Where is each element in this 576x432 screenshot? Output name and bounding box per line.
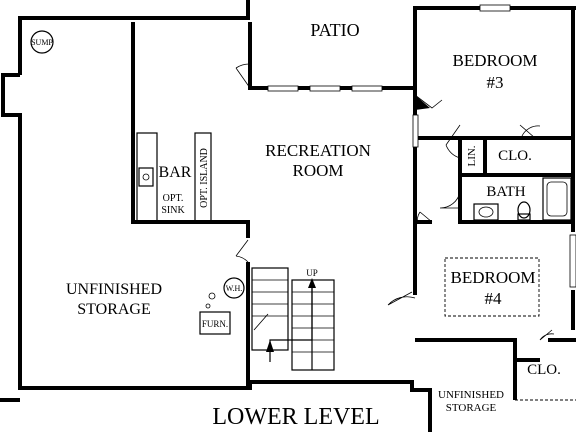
window-patio-3 — [351, 85, 383, 92]
furnace-vent-icon — [205, 303, 211, 309]
sump-pit-icon — [30, 30, 54, 54]
patio-label: PATIO — [310, 20, 359, 40]
sink-drain-icon — [142, 173, 150, 181]
window-patio-1 — [267, 85, 299, 92]
storage-fixtures — [30, 30, 245, 335]
plan-title: LOWER LEVEL — [212, 404, 379, 430]
bedroom4-tray-ceiling — [444, 257, 540, 317]
stairs — [251, 267, 335, 371]
furnace-label: FURN. — [202, 319, 228, 329]
interior-walls — [131, 22, 573, 388]
door-patio — [235, 63, 251, 89]
bedroom4-label: BEDROOM — [450, 268, 535, 287]
recreation-room-label-2: ROOM — [292, 161, 343, 180]
door-rec-south — [387, 291, 416, 306]
opt-sink-label-2: SINK — [161, 205, 185, 216]
linen-label: LIN. — [466, 145, 478, 166]
opt-sink-label: OPT. — [163, 193, 184, 204]
window-bed3-north — [479, 4, 511, 12]
wall-bed4-south — [415, 338, 517, 400]
closet-bottom-label: CLO. — [527, 362, 561, 378]
labels: PATIO BEDROOM #3 RECREATION ROOM BAR OPT… — [31, 20, 561, 430]
unfinished-storage-label-2: STORAGE — [77, 301, 151, 318]
stairs-up-label: UP — [306, 268, 318, 278]
vanity — [473, 203, 499, 221]
arrow-up-icon — [308, 278, 316, 288]
opt-island-counter — [194, 132, 212, 222]
toilet-tank — [517, 213, 531, 221]
bath-fixtures — [473, 177, 572, 221]
sump-label: SUMP — [31, 38, 53, 47]
window-rec-east — [412, 114, 419, 148]
stair-break-line — [253, 313, 269, 331]
wall-bar — [131, 22, 250, 238]
doors — [235, 63, 555, 341]
bath-label: BATH — [486, 184, 525, 200]
water-heater-icon — [223, 277, 245, 299]
furnace-flue-icon — [208, 292, 216, 300]
wall-patio — [248, 6, 576, 90]
furnace-unit — [199, 311, 231, 335]
arrow-up-icon-lower — [266, 340, 274, 352]
wall-bath-south — [458, 175, 573, 224]
opt-sink-basin — [138, 167, 154, 187]
door-bed3 — [445, 124, 461, 159]
bedroom3-label: BEDROOM — [452, 51, 537, 70]
door-bed3-corner — [414, 94, 443, 109]
wall-north-left — [18, 0, 250, 75]
vanity-sink-icon — [478, 206, 494, 218]
opt-island-label: OPT. ISLAND — [199, 148, 210, 208]
door-bath — [439, 191, 461, 209]
stair-run-right — [291, 279, 335, 371]
unfinished-storage-small-label: UNFINISHED — [438, 389, 504, 401]
bar-counter — [136, 132, 158, 222]
bedroom3-number: #3 — [487, 73, 504, 92]
bedroom4-number: #4 — [485, 289, 503, 308]
window-bed4-east — [569, 234, 576, 288]
windows — [267, 4, 576, 288]
unfinished-storage-small-label-2: STORAGE — [446, 402, 497, 414]
bathtub — [542, 177, 572, 221]
wall-south — [1, 73, 432, 432]
unfinished-storage-label: UNFINISHED — [66, 281, 162, 298]
recreation-room-label: RECREATION — [265, 141, 371, 160]
toilet-icon — [517, 201, 531, 219]
door-clo-top — [519, 124, 541, 139]
door-bed4 — [417, 211, 433, 225]
bar-area — [136, 132, 212, 222]
water-heater-label: W.H. — [226, 284, 243, 293]
door-clo-bottom — [539, 329, 555, 341]
closet-top-label: CLO. — [498, 148, 532, 164]
door-storage — [235, 239, 249, 263]
bathtub-basin — [546, 181, 568, 217]
window-patio-2 — [309, 85, 341, 92]
bar-label: BAR — [159, 164, 192, 181]
bed3-wall-corner — [415, 95, 430, 110]
